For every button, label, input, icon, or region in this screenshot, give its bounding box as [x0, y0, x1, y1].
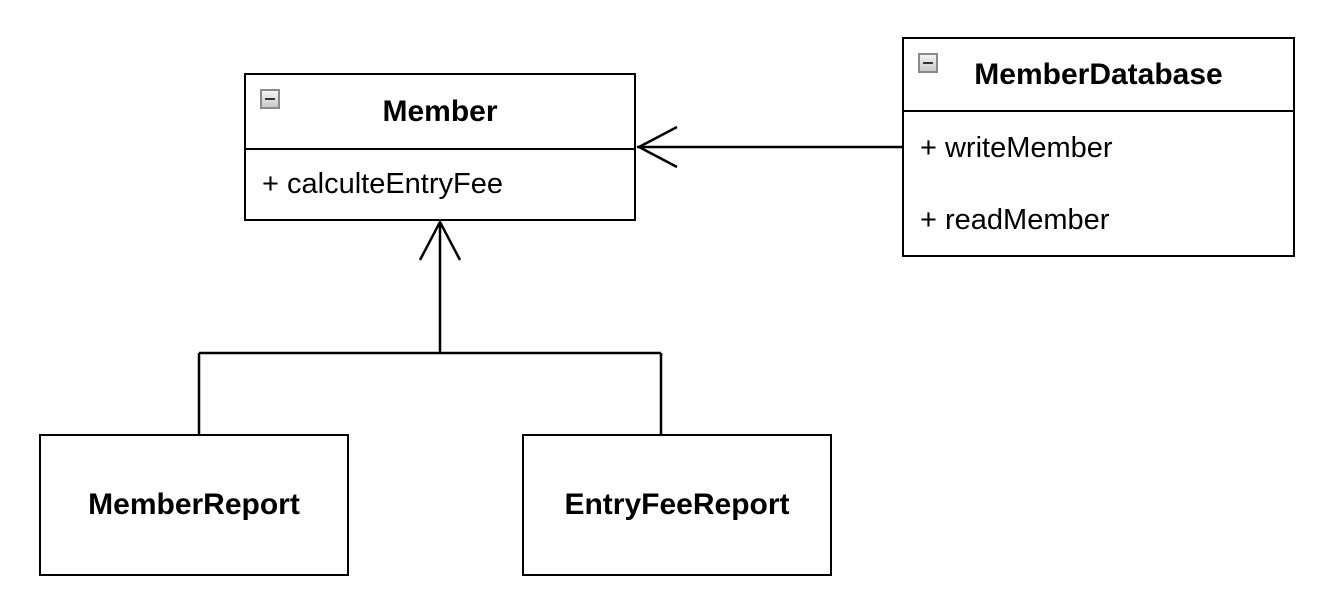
member-operations: + calculteEntryFee [246, 150, 634, 221]
member-report-class-box[interactable]: MemberReport [39, 434, 349, 576]
member-class-name: Member [382, 94, 498, 128]
member-database-operations: + writeMember + readMember [904, 112, 1293, 255]
entry-fee-report-class-box[interactable]: EntryFeeReport [522, 434, 832, 576]
collapse-icon[interactable] [260, 89, 280, 109]
collapse-icon[interactable] [918, 53, 938, 73]
member-report-class-name: MemberReport [88, 488, 300, 521]
member-operation: + calculteEntryFee [262, 168, 503, 200]
member-class-box[interactable]: Member + calculteEntryFee [244, 73, 636, 221]
entry-fee-report-class-name: EntryFeeReport [564, 488, 790, 521]
member-class-header: Member [246, 75, 634, 150]
member-database-class-box[interactable]: MemberDatabase + writeMember + readMembe… [902, 37, 1295, 257]
member-database-class-name: MemberDatabase [974, 57, 1223, 91]
entry-fee-report-class-header: EntryFeeReport [524, 436, 830, 574]
member-database-operation: + writeMember [920, 132, 1113, 164]
member-report-class-header: MemberReport [41, 436, 347, 574]
member-database-operation: + readMember [920, 204, 1110, 236]
member-database-class-header: MemberDatabase [904, 39, 1293, 112]
reports-to-member-arrowhead [418, 219, 462, 261]
database-to-member-arrowhead [636, 125, 678, 169]
